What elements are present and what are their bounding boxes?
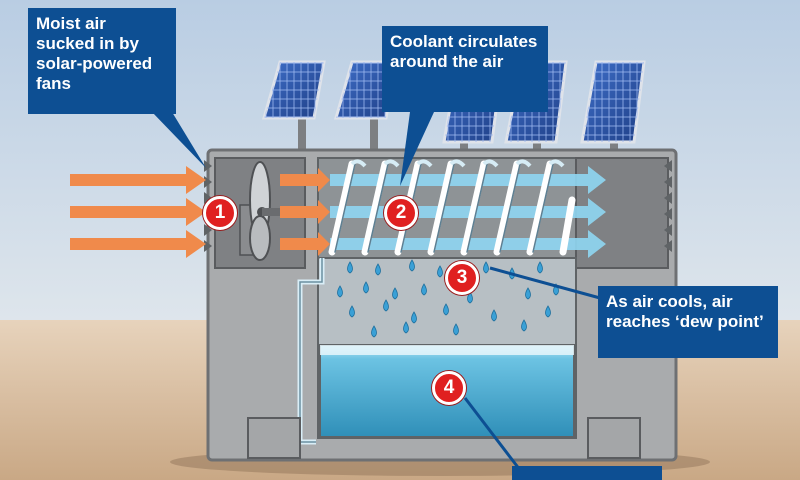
callout-coolant: Coolant circulates around the air xyxy=(382,26,548,112)
callout-dew-point-text: As air cools, air reaches ‘dew point’ xyxy=(606,292,764,331)
condensation-droplets xyxy=(337,259,559,338)
solar-panels xyxy=(262,60,646,158)
fan-icon xyxy=(239,161,292,261)
callout-pointers xyxy=(152,112,601,471)
callout-coolant-text: Coolant circulates around the air xyxy=(390,32,538,71)
step-badge-1: 1 xyxy=(203,196,237,230)
solar-panel xyxy=(334,60,398,158)
step-badge-3: 3 xyxy=(445,261,479,295)
outlet-vent xyxy=(664,160,672,252)
solar-panel xyxy=(262,60,326,158)
step-badge-4: 4 xyxy=(432,371,466,405)
callout-tank xyxy=(512,466,662,480)
solar-panel xyxy=(580,60,646,158)
intake-air-arrows xyxy=(70,166,330,258)
step-badge-2: 2 xyxy=(384,196,418,230)
callout-fans-text: Moist air sucked in by solar-powered fan… xyxy=(36,14,153,93)
callout-fans: Moist air sucked in by solar-powered fan… xyxy=(28,8,176,114)
callout-dew-point: As air cools, air reaches ‘dew point’ xyxy=(598,286,778,358)
